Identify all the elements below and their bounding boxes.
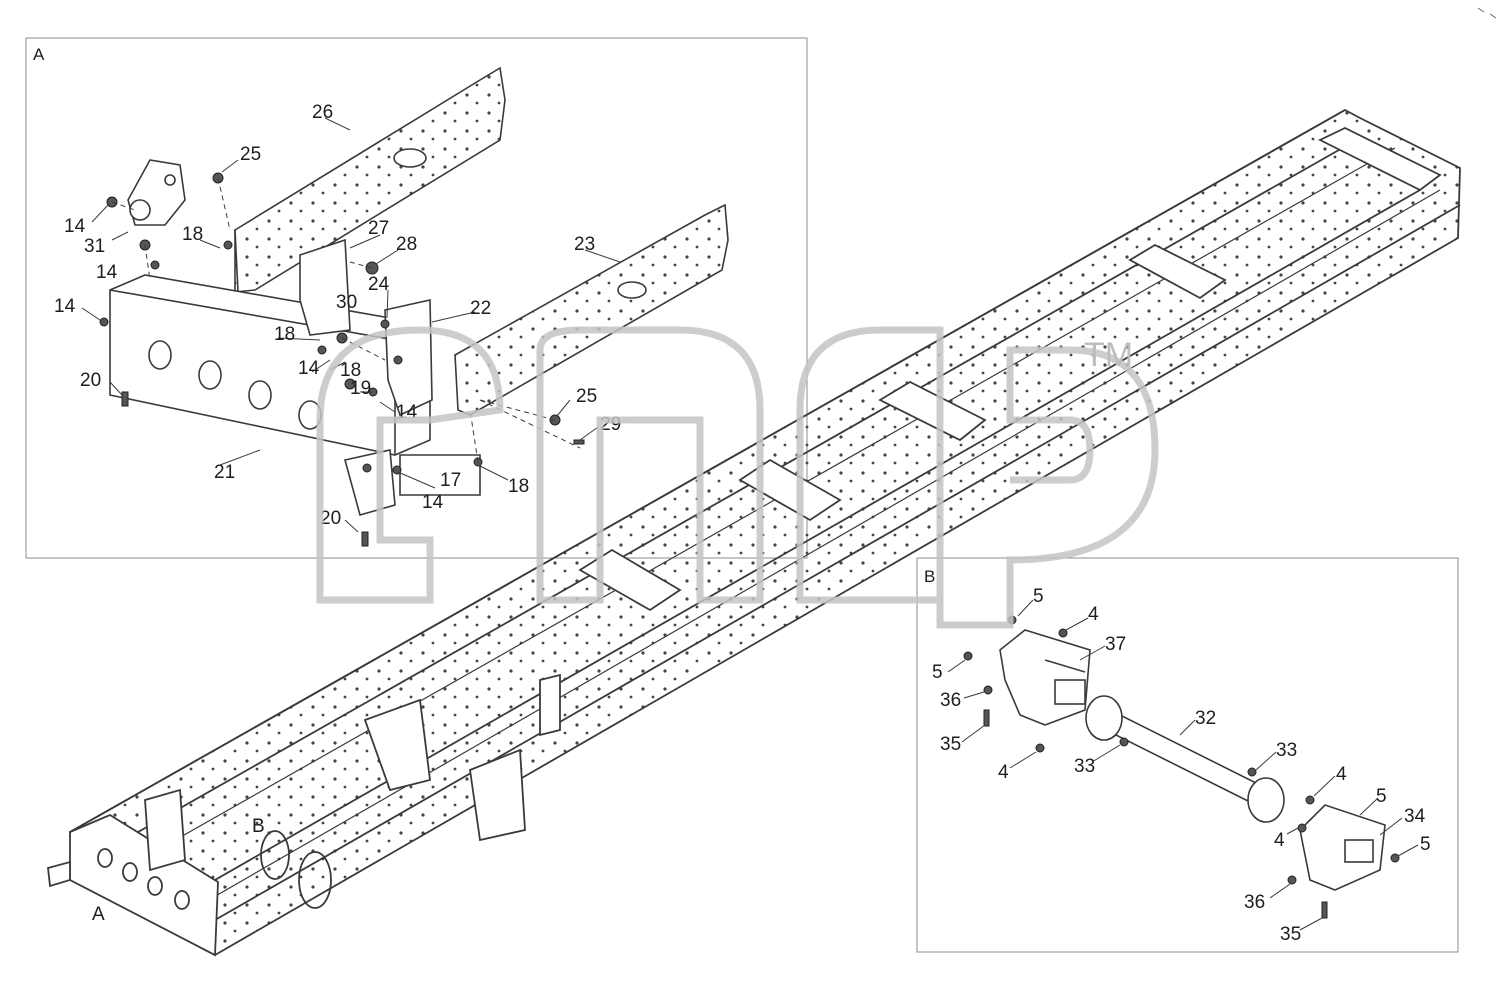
callout-label: 37 bbox=[1105, 634, 1126, 655]
callout-label: 25 bbox=[576, 386, 597, 407]
callout-label: 14 bbox=[422, 492, 444, 513]
callout-label: 34 bbox=[1404, 806, 1426, 827]
callout-label: 36 bbox=[940, 690, 961, 711]
bracket-37 bbox=[999, 629, 1091, 726]
callout-label: 35 bbox=[940, 734, 961, 755]
detail-panel-a-frame bbox=[25, 37, 808, 559]
callout-label: 24 bbox=[368, 274, 390, 295]
bracket-31 bbox=[127, 159, 186, 226]
detail-panel-a-letter: A bbox=[33, 45, 45, 64]
watermark-logo bbox=[316, 326, 1159, 629]
watermark-tm: TM bbox=[1084, 336, 1133, 374]
callout-label: 35 bbox=[1280, 924, 1301, 945]
callout-label: 23 bbox=[574, 234, 595, 255]
callout-label: 32 bbox=[1195, 708, 1216, 729]
callout-label: 31 bbox=[84, 236, 105, 257]
beam-23 bbox=[454, 203, 729, 416]
callout-label: 14 bbox=[64, 216, 86, 237]
callout-label: 4 bbox=[1274, 830, 1285, 851]
detail-panel-b-letter: B bbox=[924, 567, 935, 586]
callout-label: 5 bbox=[1033, 586, 1044, 607]
callout-label: 4 bbox=[1336, 764, 1347, 785]
callout-labels-a: 26 25 14 31 18 27 28 23 14 24 30 14 22 1… bbox=[54, 102, 621, 529]
callout-label: 5 bbox=[932, 662, 943, 683]
callout-label: 22 bbox=[470, 298, 491, 319]
leaders-b bbox=[947, 599, 1419, 931]
callout-label: 27 bbox=[368, 218, 389, 239]
chassis-frame bbox=[47, 108, 1461, 957]
corner-mark bbox=[1477, 7, 1497, 19]
callout-label: 26 bbox=[312, 102, 333, 123]
callout-label: 19 bbox=[350, 378, 371, 399]
callout-label: 5 bbox=[1420, 834, 1431, 855]
callout-label: 14 bbox=[298, 358, 320, 379]
callout-label: 14 bbox=[96, 262, 118, 283]
callout-label: 17 bbox=[440, 470, 461, 491]
callout-label: 18 bbox=[508, 476, 529, 497]
callout-label: 30 bbox=[336, 292, 357, 313]
shaft-32 bbox=[1085, 695, 1285, 823]
callout-label: 33 bbox=[1074, 756, 1095, 777]
callout-label: 36 bbox=[1244, 892, 1265, 913]
callout-label: 18 bbox=[274, 324, 295, 345]
callout-label: 4 bbox=[998, 762, 1009, 783]
leaders-a bbox=[81, 117, 621, 533]
callout-label: 14 bbox=[54, 296, 76, 317]
callout-label: 33 bbox=[1276, 740, 1297, 761]
callout-label: 18 bbox=[340, 360, 361, 381]
callout-labels-b: 5 4 37 5 36 32 35 4 33 33 4 5 34 4 5 36 … bbox=[932, 586, 1431, 945]
main-view-b-label: B bbox=[252, 816, 265, 837]
callout-label: 20 bbox=[80, 370, 101, 391]
main-view-a-label: A bbox=[92, 904, 105, 925]
callout-label: 28 bbox=[396, 234, 417, 255]
bracket-34 bbox=[1299, 804, 1386, 891]
callout-label: 18 bbox=[182, 224, 203, 245]
callout-label: 5 bbox=[1376, 786, 1387, 807]
callout-label: 25 bbox=[240, 144, 261, 165]
bracket-27 bbox=[299, 238, 351, 336]
callout-label: 4 bbox=[1088, 604, 1099, 625]
beam-26 bbox=[234, 66, 506, 293]
callout-label: 20 bbox=[320, 508, 341, 529]
callout-label: 21 bbox=[214, 462, 235, 483]
